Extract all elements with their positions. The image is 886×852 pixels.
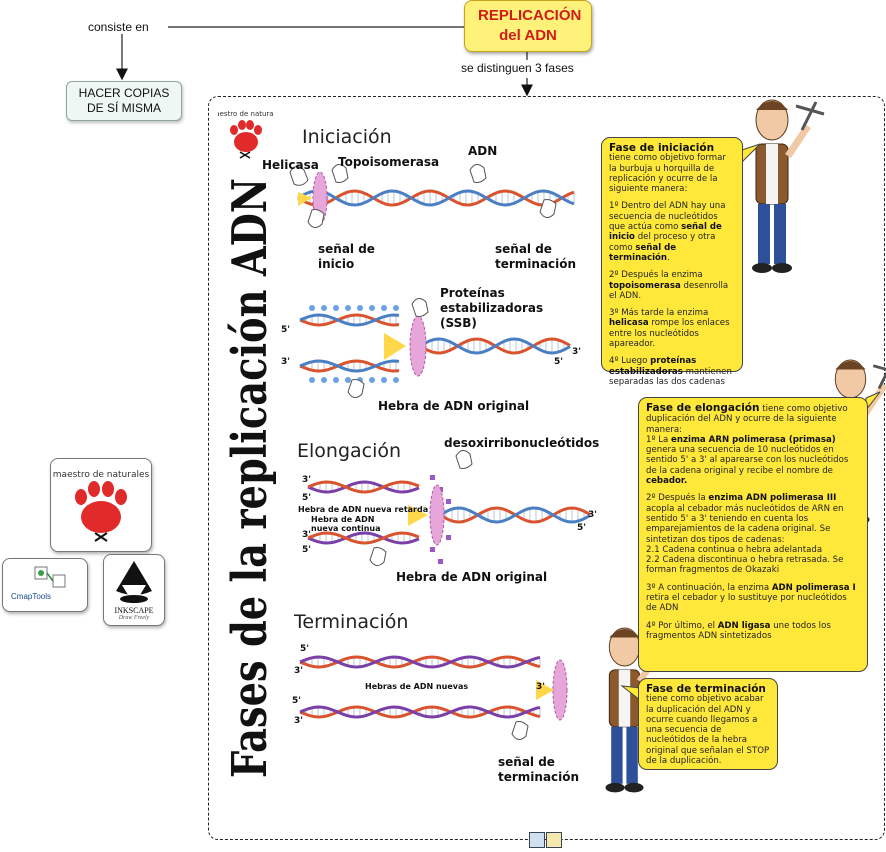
label-desoxirribonucleotidos: desoxirribonucleótidos: [444, 436, 600, 450]
maestro-naturales-logo[interactable]: maestro de naturales: [50, 458, 152, 552]
prime-3-c: 3': [302, 475, 312, 485]
phase-heading-elongacion: Elongación: [297, 440, 402, 462]
prime-5-g: 5': [292, 696, 302, 706]
cmaptools-logo[interactable]: CmapTools: [2, 558, 88, 612]
helicase-wedge: [298, 192, 312, 206]
bubble-terminacion: Fase de terminación tiene como objetivo …: [638, 678, 778, 770]
main-concept-node[interactable]: REPLICACIÓN del ADN: [464, 0, 592, 52]
prime-5-f: 5': [300, 644, 310, 654]
character-iniciacion: [752, 99, 825, 273]
cmaptools-icon: [34, 566, 66, 588]
pointer-hand-icon: [411, 298, 429, 317]
nucleotide: [446, 535, 451, 540]
ssb-protein: [333, 305, 339, 311]
ssb-protein: [381, 305, 387, 311]
inkscape-logo[interactable]: INKSCAPE Draw Freely: [103, 554, 165, 626]
label-hebra-original-2: Hebra de ADN original: [396, 570, 548, 584]
dna-strand-upper: [299, 313, 400, 327]
phase-heading-terminacion: Terminación: [294, 611, 409, 633]
prime-5-b: 5': [554, 357, 564, 367]
inkscape-icon: [116, 561, 152, 603]
ssb-protein: [393, 305, 399, 311]
pointer-hand-icon: [331, 164, 349, 183]
prime-5-e: 5': [577, 523, 587, 533]
prime-3-h: 3': [536, 682, 546, 692]
pointer-hand-icon: [539, 199, 557, 218]
phase-heading-iniciacion: Iniciación: [302, 126, 392, 148]
prime-5-a: 5': [281, 325, 291, 335]
image-resource-icon[interactable]: [529, 832, 545, 848]
dna-helix-elong-right: [439, 506, 591, 524]
svg-text:maestro de naturales: maestro de naturales: [53, 470, 150, 480]
prime-3-d: 3': [302, 530, 312, 540]
prime-5-d: 5': [302, 545, 312, 555]
prime-3-f: 3': [294, 666, 304, 676]
nucleotide: [446, 499, 451, 504]
pointer-hand-icon: [455, 450, 473, 469]
label-topoisomerasa: Topoisomerasa: [338, 155, 440, 169]
vertical-title-text: Fases de la replicación ADN: [222, 178, 278, 778]
vertical-title: Fases de la replicación ADN: [222, 178, 278, 778]
prime-3-b: 3': [572, 347, 582, 357]
label-hebra-original-1: Hebra de ADN original: [378, 399, 530, 413]
label-helicasa: Helicasa: [262, 158, 319, 172]
cmaptools-label: CmapTools: [11, 592, 52, 601]
dna-new-strand-lower: [307, 531, 420, 545]
nucleotide: [438, 559, 443, 564]
ssb-protein: [309, 305, 315, 311]
ssb-protein: [357, 305, 363, 311]
frame-paw-logo-icon: maestro de naturales: [218, 110, 274, 159]
dna-helix-right: [419, 337, 571, 355]
character-terminacion: [605, 627, 675, 793]
label-adn: ADN: [468, 144, 498, 158]
bubble-elongacion: Fase de elongación tiene como objetivo d…: [638, 397, 868, 672]
svg-text:maestro de naturales: maestro de naturales: [218, 110, 274, 118]
ssb-protein: [369, 305, 375, 311]
prime-3-g: 3': [294, 716, 304, 726]
dna-new-strand-upper: [307, 480, 420, 494]
document-resource-icon[interactable]: [546, 832, 562, 848]
dna-helix-initiation: [297, 189, 575, 207]
paw-logo-icon: maestro de naturales: [53, 470, 150, 542]
dna-term-lower: [299, 705, 541, 719]
pointer-hand-icon: [469, 164, 487, 183]
copy-concept-node[interactable]: HACER COPIAS DE SÍ MISMA: [66, 81, 182, 121]
label-retardada: Hebra de ADN nueva retarda: [298, 505, 429, 514]
ssb-protein: [345, 305, 351, 311]
dna-term-upper: [299, 655, 541, 669]
prime-3-a: 3': [281, 357, 291, 367]
pointer-hand-icon: [289, 166, 309, 186]
ssb-protein: [309, 377, 315, 383]
ssb-protein: [321, 305, 327, 311]
dna-strand-lower: [299, 359, 400, 373]
ssb-protein: [393, 377, 399, 383]
label-hebras-nuevas: Hebras de ADN nuevas: [365, 682, 469, 691]
link-label-fases: se distinguen 3 fases: [461, 61, 574, 75]
ssb-protein: [345, 377, 351, 383]
ssb-protein: [369, 377, 375, 383]
inkscape-sub: Draw Freely: [118, 615, 150, 621]
prime-5-c: 5': [302, 493, 312, 503]
pointer-hand-icon: [347, 379, 365, 398]
pointer-hand-icon: [369, 547, 387, 566]
ssb-protein: [333, 377, 339, 383]
ssb-protein: [381, 377, 387, 383]
bubble-iniciacion: Fase de iniciación tiene como objetivo f…: [601, 137, 743, 387]
pointer-hand-icon: [307, 209, 325, 228]
prime-3-e: 3': [588, 510, 598, 520]
pointer-hand-icon: [511, 721, 529, 740]
ssb-protein: [321, 377, 327, 383]
link-label-consiste: consiste en: [88, 20, 149, 34]
nucleotide: [430, 475, 435, 480]
nucleotide: [430, 547, 435, 552]
inkscape-label: INKSCAPE: [114, 606, 154, 615]
